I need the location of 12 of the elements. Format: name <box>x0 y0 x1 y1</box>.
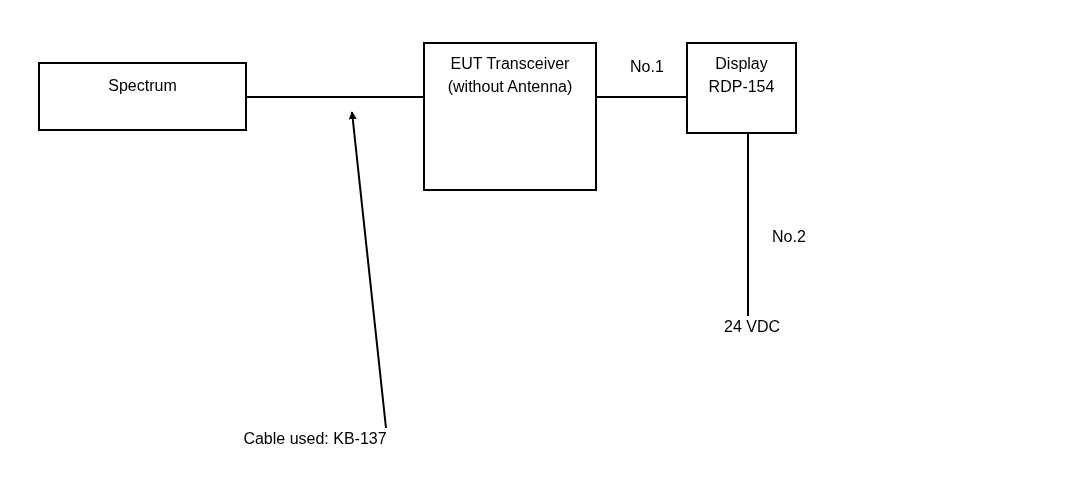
cable-line <box>596 96 687 98</box>
node-text: 24 VDC <box>710 316 794 338</box>
cable-line <box>246 96 424 98</box>
block-label: Spectrum <box>108 76 177 96</box>
block-box <box>686 42 797 134</box>
block-box <box>423 42 597 191</box>
block-box <box>38 62 247 131</box>
cable-line <box>747 133 749 317</box>
block-label: Display RDP-154 <box>707 54 776 98</box>
node-text: Cable used: KB-137 <box>230 428 400 450</box>
block-label: EUT Transceiver (without Antenna) <box>446 54 574 98</box>
leader-arrow <box>348 111 387 429</box>
